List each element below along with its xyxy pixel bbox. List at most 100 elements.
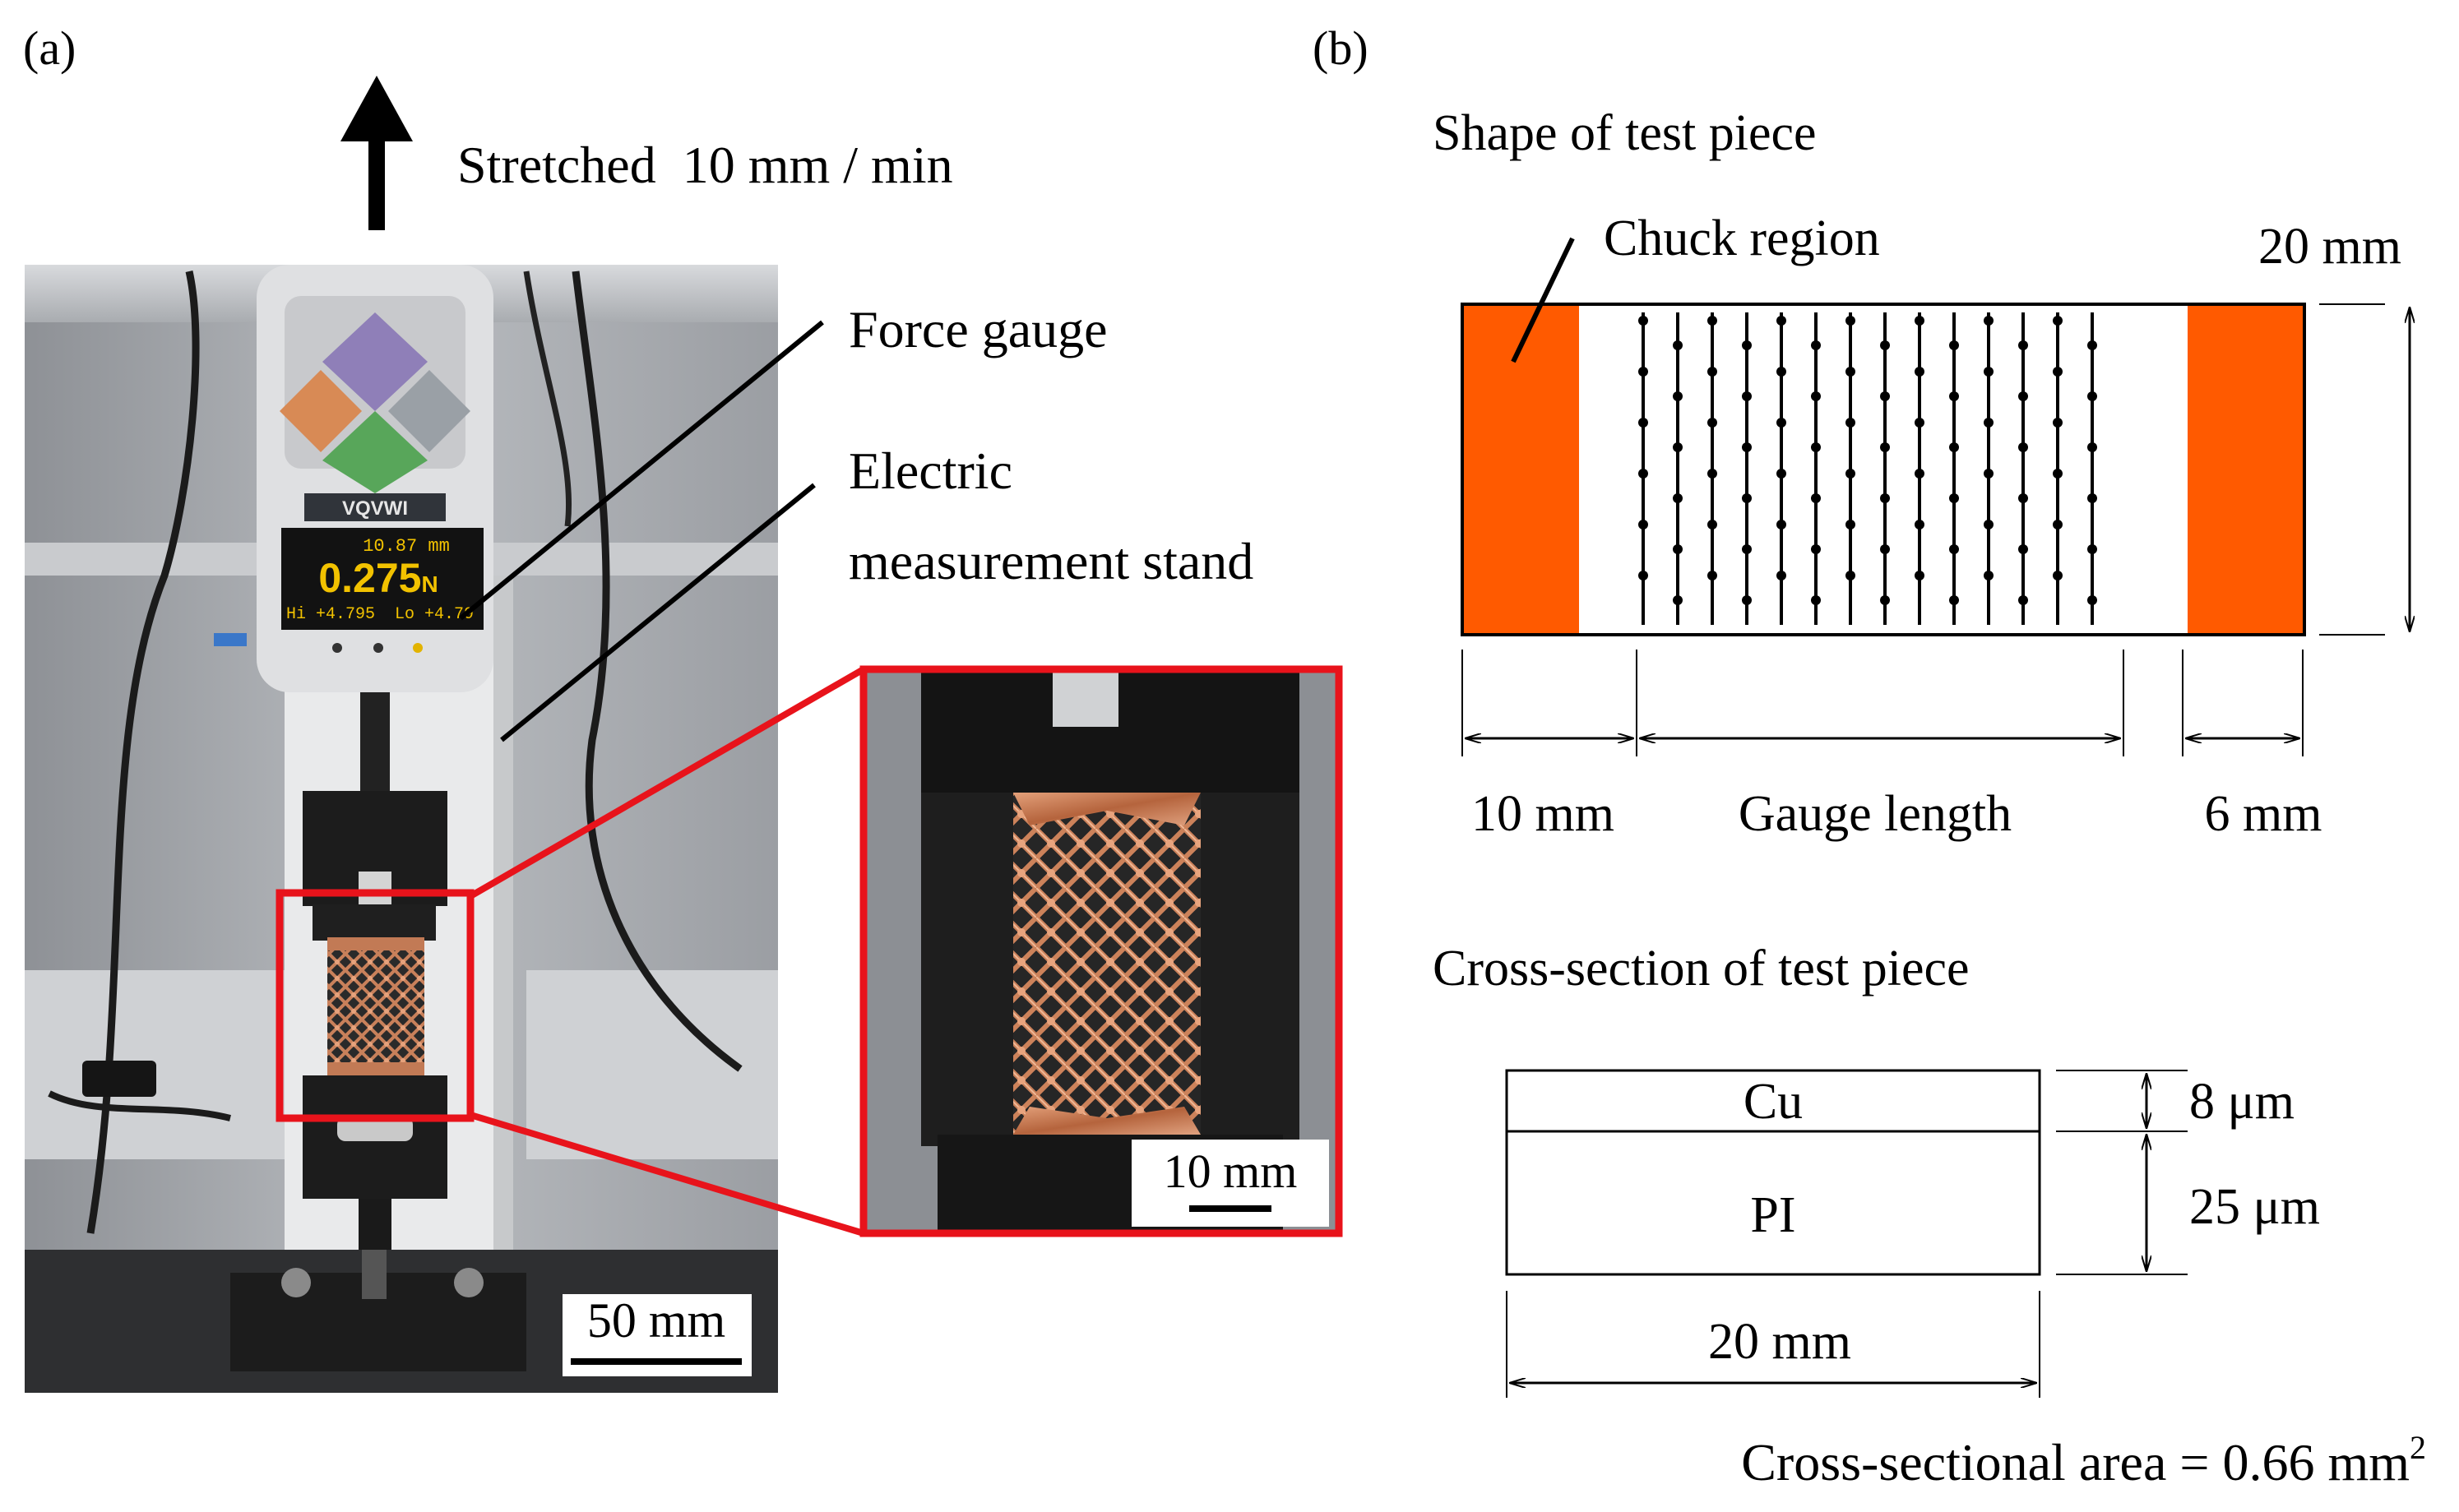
stand-label-line1: Electric <box>849 442 1012 500</box>
thickness-pi-label: 25 μm <box>2189 1179 2320 1235</box>
gauge-brand-plate <box>304 493 446 521</box>
wire-dot <box>1673 544 1683 554</box>
wire-dot <box>2087 340 2097 350</box>
wire-dot <box>1673 340 1683 350</box>
zoom-line-bottom <box>469 1112 865 1237</box>
wire-dot <box>1880 493 1890 503</box>
wire-dot <box>1776 571 1786 580</box>
wire-dot <box>2018 493 2028 503</box>
wire-dot <box>1880 442 1890 452</box>
gauge-bottom-readout: Hi +4.795 Lo +4.79 <box>286 605 474 624</box>
gauge-brand: VQVWI <box>342 497 408 520</box>
wire-dot <box>1776 316 1786 326</box>
chuck-leader <box>1511 237 1575 363</box>
wire-dot <box>1845 367 1855 377</box>
wire-dot <box>1880 544 1890 554</box>
gauge-top-readout: 10.87 mm <box>363 536 450 557</box>
wire-dot <box>1949 595 1959 605</box>
wire-dot <box>2087 493 2097 503</box>
cross-title: Cross-section of test piece <box>1433 941 1970 996</box>
wire-pattern <box>1638 312 2097 625</box>
wire-dot <box>2087 595 2097 605</box>
chuck-region-right <box>2188 306 2303 633</box>
wire-dot <box>1742 391 1752 401</box>
wire-dot <box>1742 442 1752 452</box>
wire-dot <box>1776 520 1786 529</box>
wire-dot <box>1845 469 1855 479</box>
wire-dot <box>1776 418 1786 428</box>
wire-dot <box>1845 520 1855 529</box>
wire-dot <box>1673 595 1683 605</box>
wire-dot <box>1915 571 1924 580</box>
wire-dot <box>1811 595 1821 605</box>
wire-dot <box>1673 442 1683 452</box>
stand-label-line2: measurement stand <box>849 532 1253 590</box>
wire-dot <box>1845 316 1855 326</box>
inset-zoom: 10 mm <box>859 665 1343 1237</box>
thickness-cu-label: 8 μm <box>2189 1074 2295 1130</box>
stand-leader <box>500 483 816 742</box>
stretch-rate-label: Stretched 10 mm / min <box>457 136 953 194</box>
wire-dot <box>1811 391 1821 401</box>
width-label: 20 mm <box>1708 1314 1851 1370</box>
gauge-lcd <box>281 528 484 630</box>
chuck-region-left <box>1464 306 1579 633</box>
wire-dot <box>1984 316 1994 326</box>
wire-dot <box>1638 367 1648 377</box>
wire-dot <box>1949 442 1959 452</box>
wire-dot <box>1811 493 1821 503</box>
wire-dot <box>1742 544 1752 554</box>
wire-dot <box>1984 571 1994 580</box>
wire-dot <box>1984 418 1994 428</box>
scale-bar-main <box>571 1358 742 1365</box>
wire-dot <box>1845 571 1855 580</box>
wire-dot <box>2053 571 2063 580</box>
highlight-box <box>276 889 475 1122</box>
dim-gauge-label: Gauge length <box>1739 786 2012 842</box>
layer-cu-label: Cu <box>1744 1074 1803 1130</box>
area-label: Cross-sectional area = 0.66 mm2 <box>1741 1429 2426 1491</box>
wire-dot <box>1949 493 1959 503</box>
wire-dot <box>1811 544 1821 554</box>
wire-dot <box>1742 595 1752 605</box>
wire-dot <box>1880 595 1890 605</box>
wire-dot <box>1673 391 1683 401</box>
wire-dot <box>2018 544 2028 554</box>
wire-dot <box>1915 520 1924 529</box>
wire-dot <box>1880 391 1890 401</box>
wire-dot <box>1707 469 1717 479</box>
wire-dot <box>1673 493 1683 503</box>
scale-bar-main-label: 50 mm <box>587 1293 725 1348</box>
wire-dot <box>1707 571 1717 580</box>
scale-bar-inset <box>1189 1205 1271 1212</box>
wire-dot <box>2087 544 2097 554</box>
wire-dot <box>1638 418 1648 428</box>
scale-bar-inset-label: 10 mm <box>1164 1144 1298 1198</box>
wire-dot <box>1638 316 1648 326</box>
dim-right-label: 6 mm <box>2205 786 2322 842</box>
dim-left-label: 10 mm <box>1471 786 1614 842</box>
wire-dot <box>1915 367 1924 377</box>
wire-dot <box>1949 544 1959 554</box>
panel-b: (b) Shape of test piece Chuck region 20 … <box>1313 21 2426 1491</box>
cross-section-diagram: Cu PI 8 μm 25 μm 20 mm <box>1505 1069 2320 1398</box>
wire-dot <box>2053 418 2063 428</box>
layer-pi-label: PI <box>1750 1187 1795 1243</box>
wire-dot <box>2087 442 2097 452</box>
wire-dot <box>2053 367 2063 377</box>
wire-dot <box>1845 418 1855 428</box>
wire-dot <box>2053 316 2063 326</box>
wire-dot <box>2018 595 2028 605</box>
wire-dot <box>1638 571 1648 580</box>
wire-dot <box>1949 340 1959 350</box>
panel-b-label: (b) <box>1313 21 1368 75</box>
panel-a: (a) Stretched 10 mm / min <box>23 21 1343 1393</box>
test-setup-photo: VQVWI 10.87 mm 0.275N Hi +4.795 Lo +4.79 <box>25 265 778 1393</box>
wire-dot <box>1707 418 1717 428</box>
gauge-main-readout: 0.275N <box>318 555 438 601</box>
wire-dot <box>1638 469 1648 479</box>
wire-dot <box>1776 469 1786 479</box>
wire-dot <box>1984 520 1994 529</box>
wire-dot <box>1638 520 1648 529</box>
